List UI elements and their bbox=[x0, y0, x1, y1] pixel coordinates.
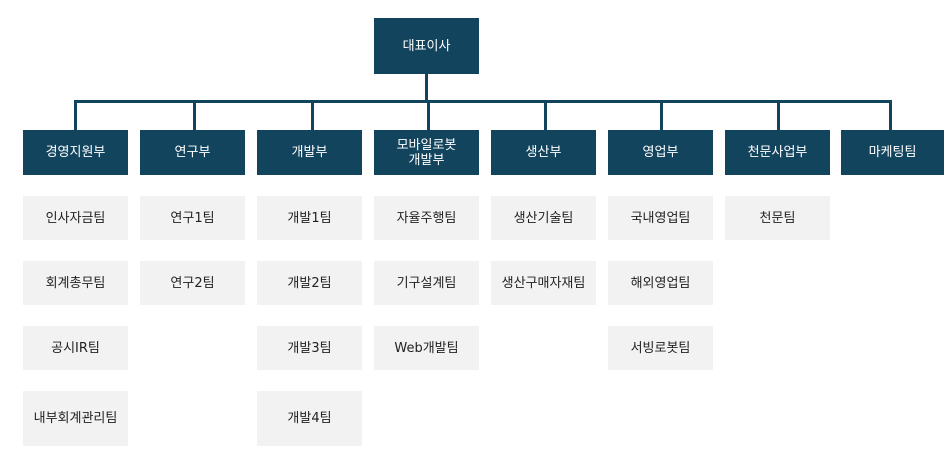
team-box: 국내영업팀 bbox=[608, 196, 713, 240]
dept-label: 영업부 bbox=[642, 145, 679, 160]
team-box: 공시IR팀 bbox=[23, 326, 128, 370]
team-label: 개발1팀 bbox=[287, 210, 332, 226]
dept-development: 개발부 bbox=[257, 130, 362, 175]
team-box: 천문팀 bbox=[725, 196, 830, 240]
dept-astronomy-business: 천문사업부 bbox=[725, 130, 830, 175]
ceo-label: 대표이사 bbox=[402, 38, 451, 54]
dept-sales: 영업부 bbox=[608, 130, 713, 175]
dept-label: 마케팅팀 bbox=[868, 145, 917, 160]
team-box: 개발2팀 bbox=[257, 261, 362, 305]
team-label: 해외영업팀 bbox=[630, 275, 691, 291]
team-label: 연구2팀 bbox=[170, 275, 215, 291]
ceo-connector bbox=[425, 74, 428, 102]
team-box: 회계총무팀 bbox=[23, 261, 128, 305]
horizontal-connector bbox=[74, 100, 892, 103]
team-box: 생산기술팀 bbox=[491, 196, 596, 240]
team-box: 기구설계팀 bbox=[374, 261, 479, 305]
dept-label: 생산부 bbox=[525, 145, 562, 160]
team-box: 개발1팀 bbox=[257, 196, 362, 240]
dept-connector bbox=[889, 100, 892, 130]
team-box: 개발4팀 bbox=[257, 391, 362, 446]
dept-mobile-robot-development: 모바일로봇 개발부 bbox=[374, 130, 479, 175]
dept-connector bbox=[660, 100, 663, 130]
team-box: 내부회계관리팀 bbox=[23, 391, 128, 446]
team-label: 인사자금팀 bbox=[45, 210, 106, 226]
team-box: 인사자금팀 bbox=[23, 196, 128, 240]
team-label: 개발4팀 bbox=[287, 411, 332, 426]
dept-label: 천문사업부 bbox=[747, 145, 808, 160]
dept-connector bbox=[74, 100, 77, 130]
team-label: 자율주행팀 bbox=[396, 210, 457, 226]
dept-connector bbox=[311, 100, 314, 130]
team-label: 서빙로봇팀 bbox=[630, 340, 691, 356]
team-label: 개발3팀 bbox=[287, 340, 332, 356]
team-box: 자율주행팀 bbox=[374, 196, 479, 240]
team-box: 개발3팀 bbox=[257, 326, 362, 370]
dept-connector bbox=[193, 100, 196, 130]
dept-label: 연구부 bbox=[174, 145, 211, 160]
dept-connector bbox=[777, 100, 780, 130]
team-box: 연구1팀 bbox=[140, 196, 245, 240]
team-label: Web개발팀 bbox=[394, 340, 459, 356]
team-label: 생산구매자재팀 bbox=[501, 275, 586, 291]
dept-connector bbox=[427, 100, 430, 130]
team-label: 개발2팀 bbox=[287, 275, 332, 291]
dept-management-support: 경영지원부 bbox=[23, 130, 128, 175]
ceo-box: 대표이사 bbox=[374, 18, 479, 74]
team-box: 연구2팀 bbox=[140, 261, 245, 305]
team-label: 공시IR팀 bbox=[51, 340, 100, 356]
team-box: 해외영업팀 bbox=[608, 261, 713, 305]
dept-label: 경영지원부 bbox=[45, 145, 106, 160]
team-box: 생산구매자재팀 bbox=[491, 261, 596, 305]
team-label: 국내영업팀 bbox=[630, 210, 691, 226]
dept-label: 개발부 bbox=[291, 145, 328, 160]
team-label: 연구1팀 bbox=[170, 210, 215, 226]
team-box: Web개발팀 bbox=[374, 326, 479, 370]
team-label: 내부회계관리팀 bbox=[33, 411, 118, 426]
dept-connector bbox=[544, 100, 547, 130]
dept-marketing: 마케팅팀 bbox=[841, 130, 944, 175]
team-label: 생산기술팀 bbox=[513, 210, 574, 226]
dept-production: 생산부 bbox=[491, 130, 596, 175]
team-label: 기구설계팀 bbox=[396, 275, 457, 291]
team-label: 천문팀 bbox=[759, 210, 796, 226]
team-label: 회계총무팀 bbox=[45, 275, 106, 291]
dept-label: 모바일로봇 개발부 bbox=[396, 137, 457, 168]
team-box: 서빙로봇팀 bbox=[608, 326, 713, 370]
dept-research: 연구부 bbox=[140, 130, 245, 175]
